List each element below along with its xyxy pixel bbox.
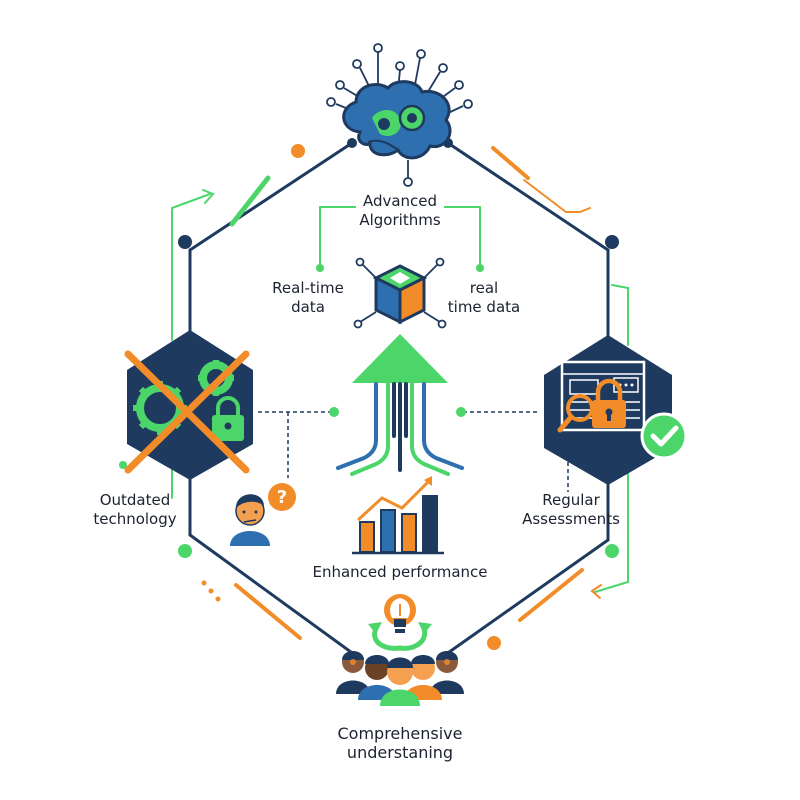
left-connector-dot [329, 407, 339, 417]
right-connector-dot [456, 407, 466, 417]
cube-icon [353, 257, 447, 329]
outdated-dot [119, 461, 127, 469]
outdated-technology-line-1: Outdated [99, 491, 171, 509]
connector-lines [258, 411, 569, 492]
advanced-algorithms-label: Advanced Algorithms [330, 192, 470, 230]
advanced-algorithms-line-2: Algorithms [359, 211, 441, 229]
gears-lock-icon [124, 330, 253, 480]
comprehensive-understanding-label: Comprehensive understaning [320, 724, 480, 762]
realtime-left-dot [316, 264, 324, 272]
growth-arrow-icon [336, 334, 464, 476]
outdated-technology-label: Outdated technology [70, 491, 200, 529]
realtime-right-line-2: time data [447, 298, 521, 316]
team-icon [336, 651, 464, 706]
confused-person-icon: ? [230, 483, 296, 546]
enhanced-performance-label: Enhanced performance [312, 563, 488, 581]
advanced-algorithms-line-1: Advanced [362, 192, 438, 210]
comprehensive-line-1: Comprehensive [337, 724, 463, 743]
realtime-right-dot [476, 264, 484, 272]
brain-circuit-icon [326, 43, 473, 187]
algorithms-bracket [319, 206, 481, 267]
bar-chart-icon [352, 476, 444, 555]
realtime-left-line-2: data [291, 298, 325, 316]
regular-assessments-line-1: Regular [542, 491, 600, 509]
regular-assessments-label: Regular Assessments [506, 491, 636, 529]
dashboard-lock-icon [544, 335, 672, 485]
realtime-right-line-1: real [469, 279, 499, 297]
svg-text:?: ? [277, 487, 287, 508]
regular-assessments-line-2: Assessments [522, 510, 620, 528]
lightbulb-icon [368, 594, 432, 651]
checkmark-icon [640, 412, 688, 460]
comprehensive-line-2: understaning [346, 743, 454, 762]
realtime-data-left-label: Real-time data [256, 279, 360, 317]
realtime-data-right-label: real time data [432, 279, 536, 317]
outdated-technology-line-2: technology [93, 510, 177, 528]
realtime-left-line-1: Real-time [272, 279, 344, 297]
